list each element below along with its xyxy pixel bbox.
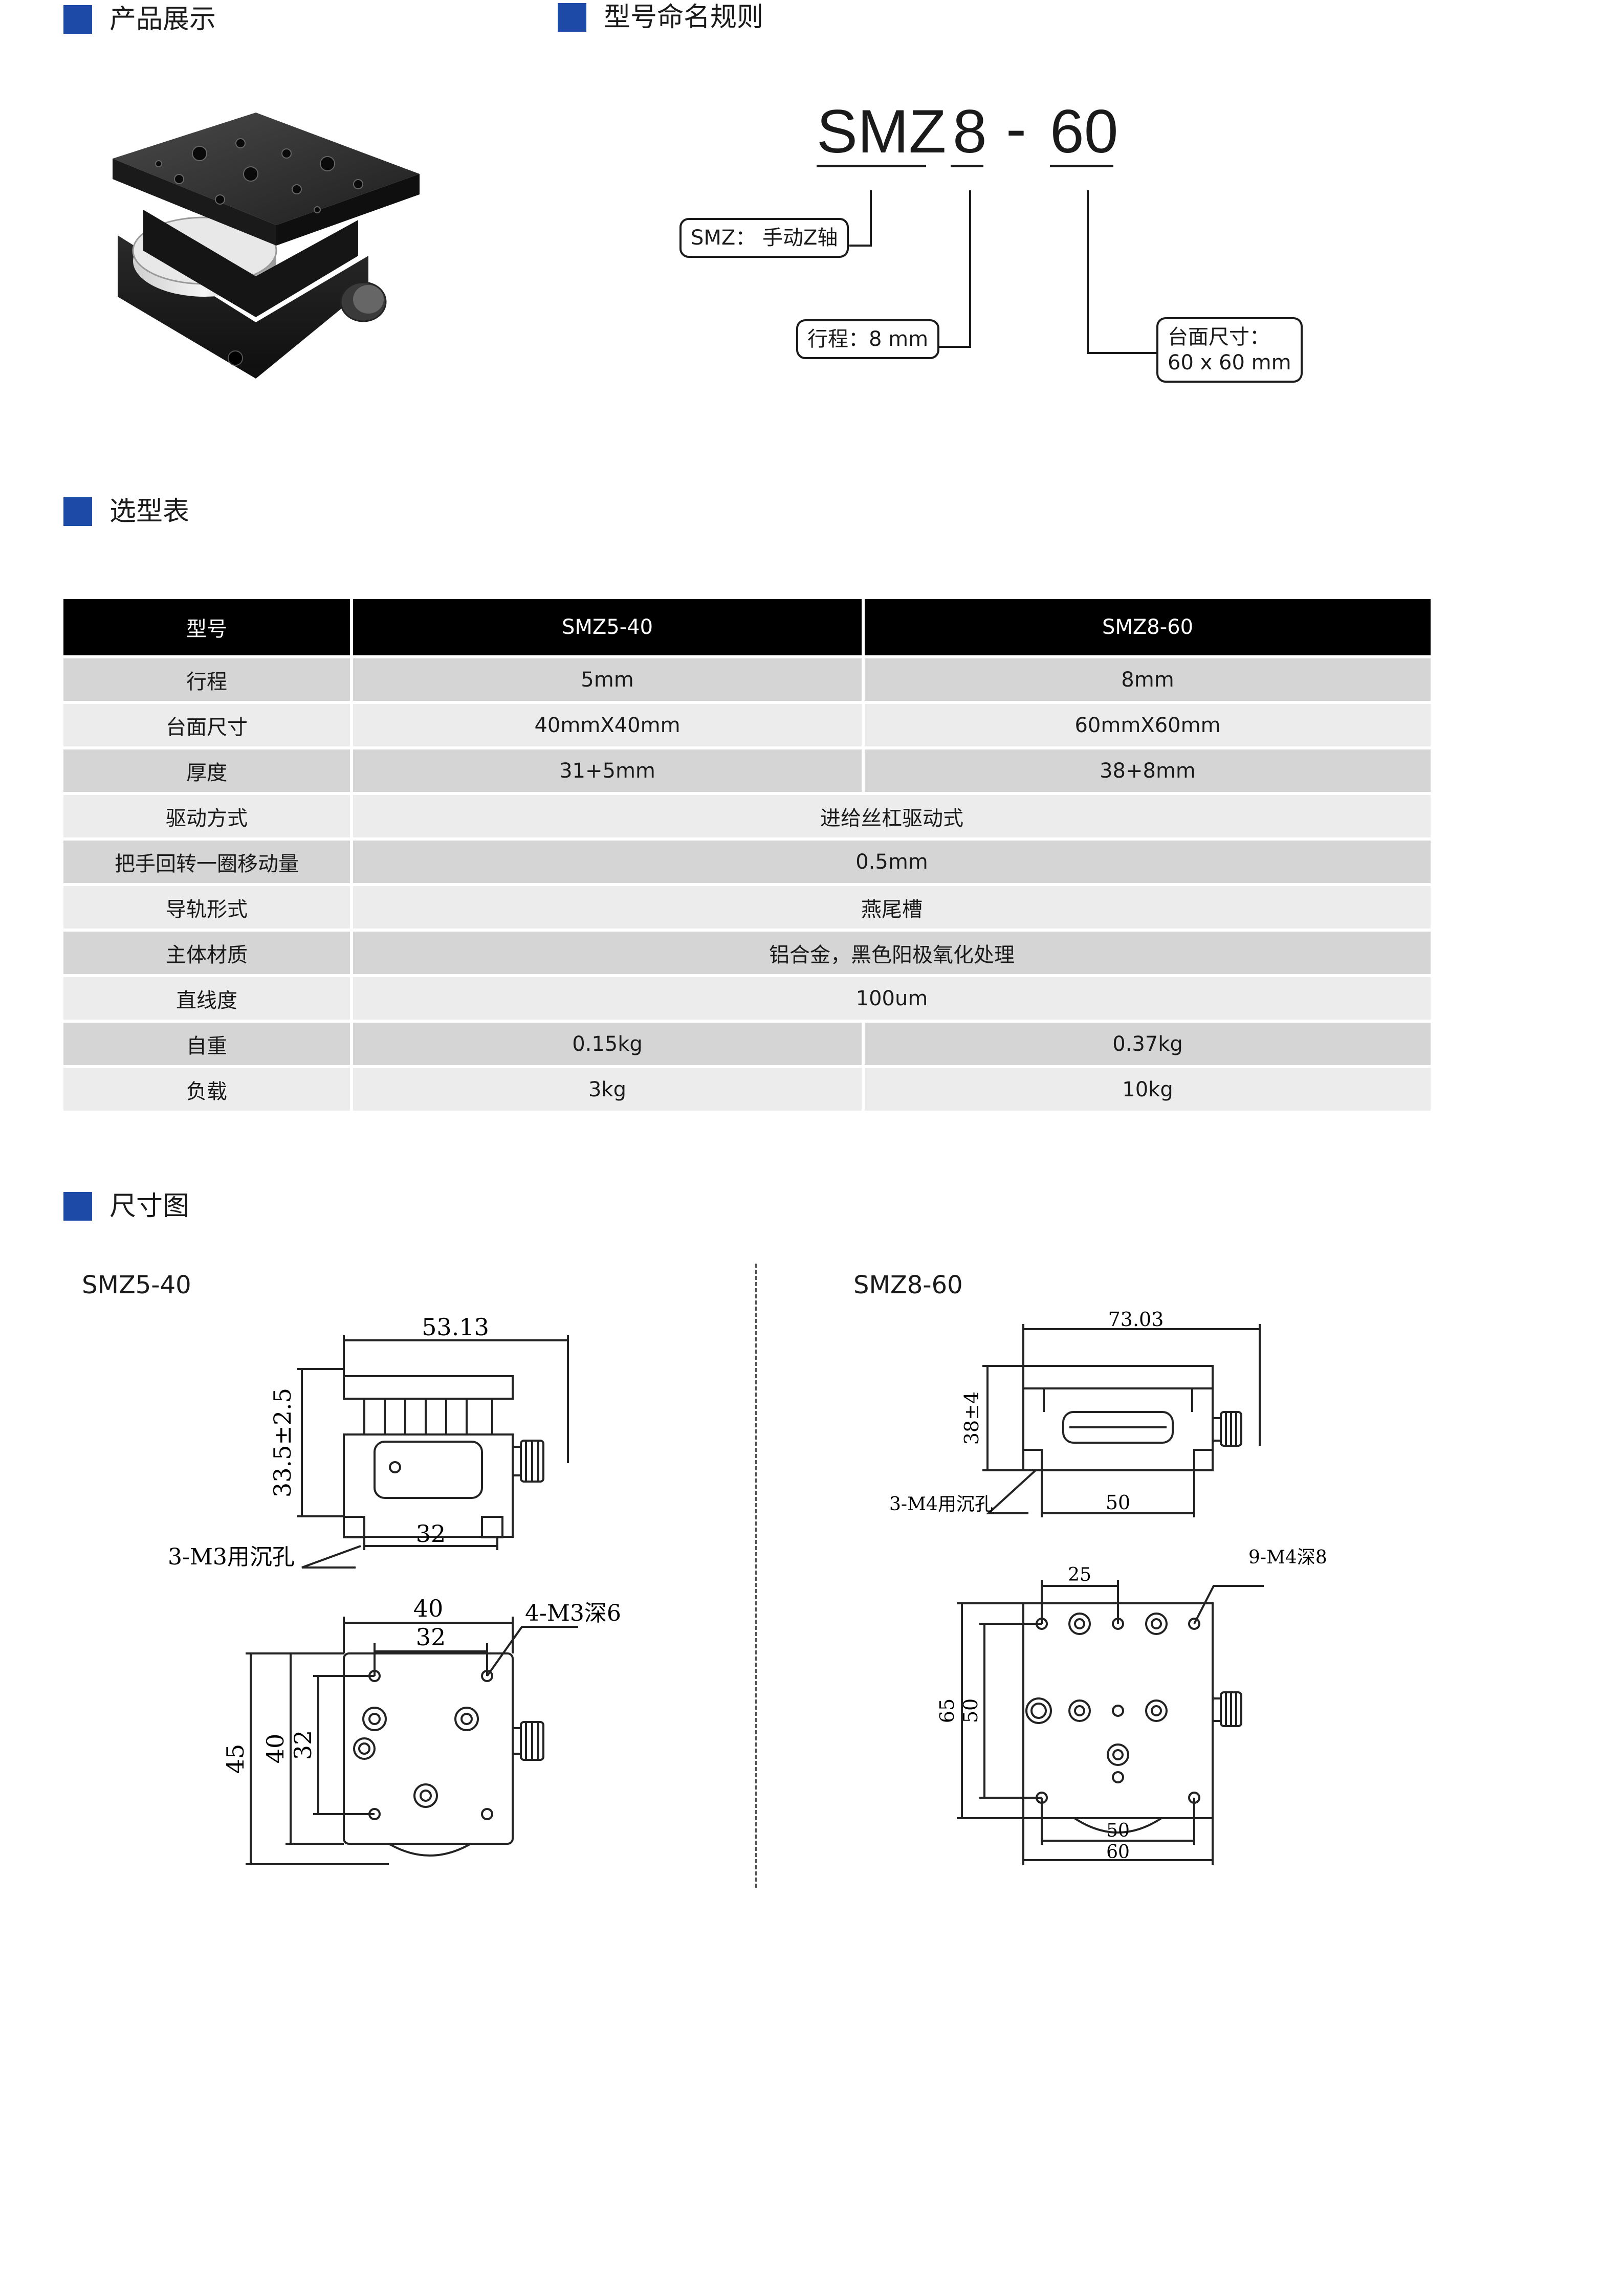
drawing-smz5-40: 53.13 33.5±2.5 32 3-M3用沉孔 40 32 4-M3深6 4… [168, 1313, 621, 1865]
selection-table: 型号 SMZ5-40 SMZ8-60 行程 5mm 8mm 台面尺寸 40mmX… [63, 596, 1431, 1114]
dim-pitch-25: 25 [1068, 1564, 1091, 1585]
cell-merged: 燕尾槽 [350, 886, 1431, 929]
note-m3-tap: 4-M3深6 [525, 1600, 621, 1626]
cell-smz5: 3kg [350, 1068, 862, 1111]
cell-smz8: 10kg [862, 1068, 1431, 1111]
drawing-title-right: SMZ8-60 [853, 1271, 963, 1299]
table-header-cell: SMZ5-40 [350, 599, 862, 655]
note-m4-tap: 9-M4深8 [1248, 1547, 1327, 1568]
row-label: 自重 [63, 1023, 350, 1065]
table-row: 驱动方式 进给丝杠驱动式 [63, 795, 1431, 837]
row-label: 驱动方式 [63, 795, 350, 837]
product-photo [113, 113, 420, 379]
dim-depth-40: 40 [261, 1734, 289, 1764]
table-row: 自重 0.15kg 0.37kg [63, 1023, 1431, 1065]
row-label: 主体材质 [63, 932, 350, 974]
cell-smz5: 0.15kg [350, 1023, 862, 1065]
section-title: 型号命名规则 [604, 2, 764, 33]
table-row: 台面尺寸 40mmX40mm 60mmX60mm [63, 704, 1431, 746]
cell-merged: 进给丝杠驱动式 [350, 795, 1431, 837]
dim-base-32: 32 [416, 1520, 446, 1548]
table-row: 把手回转一圈移动量 0.5mm [63, 841, 1431, 883]
section-title: 尺寸图 [109, 1191, 190, 1222]
code-dash: - [1006, 94, 1026, 163]
label-series: SMZ： 手动Z轴 [679, 218, 849, 258]
drawing-title-left: SMZ5-40 [82, 1271, 191, 1299]
cell-smz8: 38+8mm [862, 749, 1431, 792]
dim-base-50: 50 [1106, 1491, 1130, 1514]
section-title: 选型表 [109, 496, 190, 527]
cell-smz5: 31+5mm [350, 749, 862, 792]
cell-merged: 100um [350, 977, 1431, 1020]
section-title: 产品展示 [109, 4, 216, 35]
dim-depth-45: 45 [222, 1744, 249, 1774]
drawing-divider [755, 1264, 757, 1888]
section-marker [63, 1192, 92, 1221]
table-header-cell: SMZ8-60 [862, 599, 1431, 655]
table-header-cell: 型号 [63, 599, 350, 655]
dim-height-38: 38±4 [960, 1392, 983, 1445]
row-label: 把手回转一圈移动量 [63, 841, 350, 883]
row-label: 行程 [63, 658, 350, 701]
row-label: 导轨形式 [63, 886, 350, 929]
label-travel: 行程：8 mm [796, 319, 940, 359]
row-label: 厚度 [63, 749, 350, 792]
cell-merged: 0.5mm [350, 841, 1431, 883]
code-prefix: SMZ [817, 97, 947, 166]
drawing-smz8-60: 73.03 38±4 50 3-M4用沉孔 25 9-M4深8 65 50 50… [889, 1310, 1327, 1865]
note-m3-holes: 3-M3用沉孔 [168, 1544, 295, 1570]
cell-merged: 铝合金，黑色阳极氧化处理 [350, 932, 1431, 974]
section-dimensions: 尺寸图 [63, 1191, 189, 1222]
dim-height-33: 33.5±2.5 [269, 1388, 296, 1497]
code-travel: 8 [953, 97, 987, 166]
dim-top-32: 32 [416, 1623, 446, 1651]
row-label: 台面尺寸 [63, 704, 350, 746]
table-header-row: 型号 SMZ5-40 SMZ8-60 [63, 599, 1431, 655]
label-size: 台面尺寸： 60 x 60 mm [1156, 317, 1303, 383]
table-row: 直线度 100um [63, 977, 1431, 1020]
code-size-underline [1050, 165, 1113, 167]
dim-depth-65: 65 [936, 1698, 958, 1723]
row-label: 直线度 [63, 977, 350, 1020]
section-product: 产品展示 [63, 4, 216, 35]
cell-smz5: 5mm [350, 658, 862, 701]
section-marker [63, 497, 92, 526]
table-row: 厚度 31+5mm 38+8mm [63, 749, 1431, 792]
table-row: 导轨形式 燕尾槽 [63, 886, 1431, 929]
dim-width-73: 73.03 [1108, 1310, 1164, 1331]
cell-smz8: 60mmX60mm [862, 704, 1431, 746]
table-row: 主体材质 铝合金，黑色阳极氧化处理 [63, 932, 1431, 974]
dim-depth-32: 32 [289, 1730, 317, 1760]
dim-bottom-60: 60 [1106, 1842, 1130, 1863]
row-label: 负载 [63, 1068, 350, 1111]
code-travel-underline [951, 165, 983, 167]
code-prefix-underline [817, 165, 926, 167]
note-m4-holes: 3-M4用沉孔 [889, 1494, 993, 1515]
code-size: 60 [1050, 97, 1118, 166]
dim-top-40: 40 [413, 1595, 444, 1622]
cell-smz8: 0.37kg [862, 1023, 1431, 1065]
dim-width-53: 53.13 [422, 1313, 489, 1341]
label-size-line1: 台面尺寸： [1168, 325, 1270, 349]
cell-smz5: 40mmX40mm [350, 704, 862, 746]
section-marker [63, 5, 92, 34]
section-naming: 型号命名规则 [558, 2, 763, 33]
table-row: 负载 3kg 10kg [63, 1068, 1431, 1111]
section-marker [558, 3, 586, 32]
cell-smz8: 8mm [862, 658, 1431, 701]
naming-leader-lines [849, 190, 1158, 354]
dim-bottom-50: 50 [1106, 1820, 1130, 1841]
label-size-line2: 60 x 60 mm [1168, 351, 1291, 374]
table-row: 行程 5mm 8mm [63, 658, 1431, 701]
section-selection: 选型表 [63, 496, 189, 527]
dim-depth-50: 50 [959, 1698, 982, 1723]
